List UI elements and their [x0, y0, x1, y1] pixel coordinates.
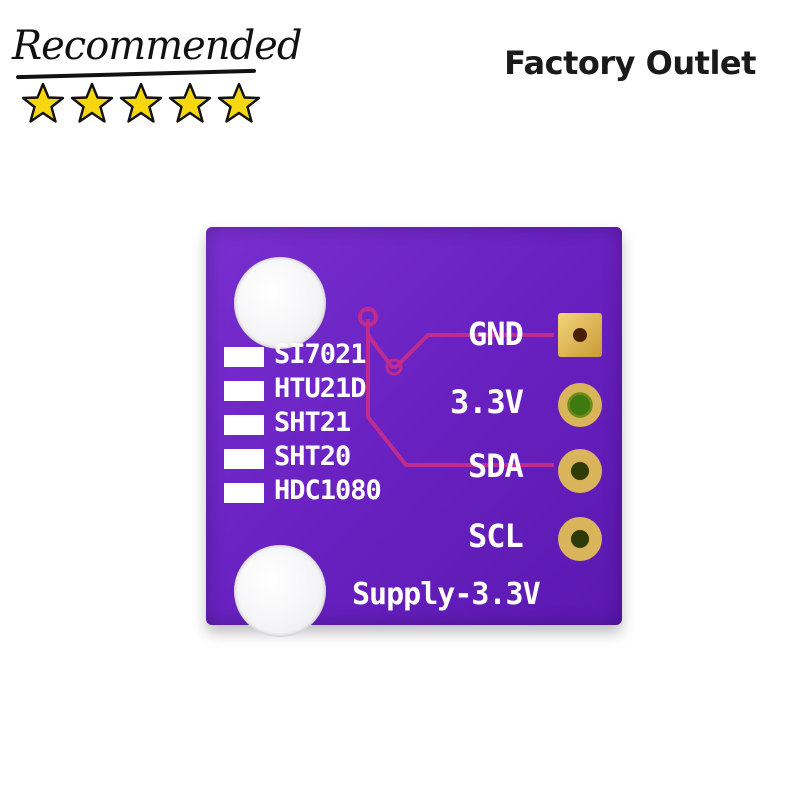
pin-label-sda: SDA: [468, 447, 524, 485]
model-checkbox: [224, 381, 264, 401]
mounting-hole-bottom: [234, 545, 326, 637]
recommended-text: Recommended: [12, 23, 302, 69]
star-icon: [21, 82, 65, 123]
pcb-traces: [358, 307, 554, 467]
mounting-hole-top: [234, 257, 326, 349]
star-icon: [70, 82, 114, 123]
sensor-module-photo: SI7021 HTU21D SHT21 SHT20 HDC1080 GND 3.…: [196, 215, 632, 637]
sensor-model-label: SHT20: [274, 441, 351, 472]
star-icon: [217, 82, 261, 123]
sensor-model-label: HDC1080: [274, 475, 382, 506]
pin-label-gnd: GND: [468, 315, 524, 353]
rating-stars: [20, 82, 265, 124]
sensor-model-label: SHT21: [274, 407, 351, 438]
star-icon: [168, 82, 212, 123]
star-icon: [119, 82, 163, 123]
vcc-pad: [558, 383, 602, 427]
sensor-model-label: SI7021: [274, 339, 367, 370]
pcb-board: SI7021 HTU21D SHT21 SHT20 HDC1080 GND 3.…: [206, 227, 622, 637]
gnd-pad: [558, 313, 602, 357]
scl-pad: [558, 517, 602, 561]
pin-label-scl: SCL: [468, 517, 524, 555]
recommended-badge: Recommended: [8, 14, 302, 124]
pin-label-3v3: 3.3V: [450, 383, 524, 421]
model-checkbox: [224, 347, 264, 367]
model-checkbox: [224, 415, 264, 435]
sda-pad: [558, 449, 602, 493]
factory-outlet-banner: Factory Outlet: [504, 44, 756, 82]
sensor-model-label: HTU21D: [274, 373, 367, 404]
supply-voltage-label: Supply-3.3V: [352, 577, 541, 612]
model-checkbox: [224, 449, 264, 469]
model-checkbox: [224, 483, 264, 503]
